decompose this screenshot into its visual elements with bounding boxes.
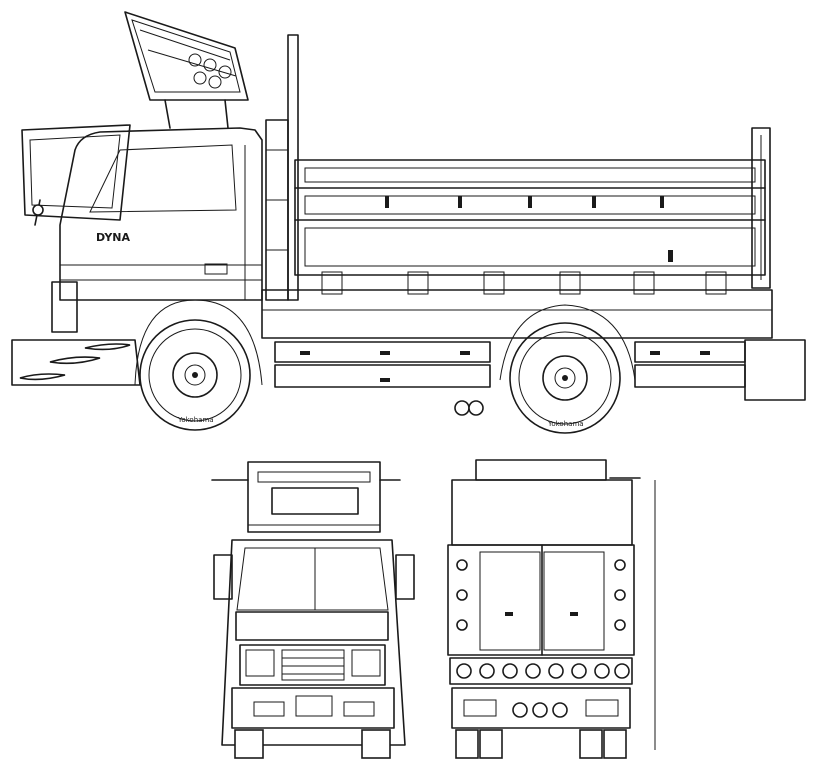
roof-light-rack [124,11,249,129]
rear-bumper [451,687,631,729]
front-left-tire [234,729,264,759]
rear-left-tire-inner [479,729,503,759]
chassis-frame [261,289,806,416]
side-hooks [321,271,727,295]
rear-view [447,459,656,759]
left-mirror [213,554,233,600]
front-light-rack [211,461,401,533]
front-bumper-lower [231,687,395,729]
front-right-tire [361,729,391,759]
front-wheel: Yokohama [134,299,263,431]
rear-left-tire-outer [455,729,479,759]
rear-light-bar [449,657,633,685]
rear-wheel: Yokohama [499,304,636,434]
exhaust-stack [265,34,299,301]
cab: DYNA [21,124,263,301]
rear-right-tire-outer [603,729,627,759]
front-view [211,461,415,759]
right-mirror [395,554,415,600]
front-bumper [11,281,141,386]
cab-badge: DYNA [96,231,131,244]
front-grille [239,644,386,686]
cargo-latches [385,196,673,262]
rear-cab [451,479,633,546]
rear-cab-top [475,459,607,481]
rear-right-tire-inner [579,729,603,759]
front-windshield [236,547,389,611]
front-tire-text: Yokohama [177,416,214,424]
cargo-body [294,127,771,295]
rear-tire-text: Yokohama [547,420,584,428]
side-view: DYNA [11,11,806,434]
front-cab-outline [221,539,406,746]
tailgate [447,544,635,656]
